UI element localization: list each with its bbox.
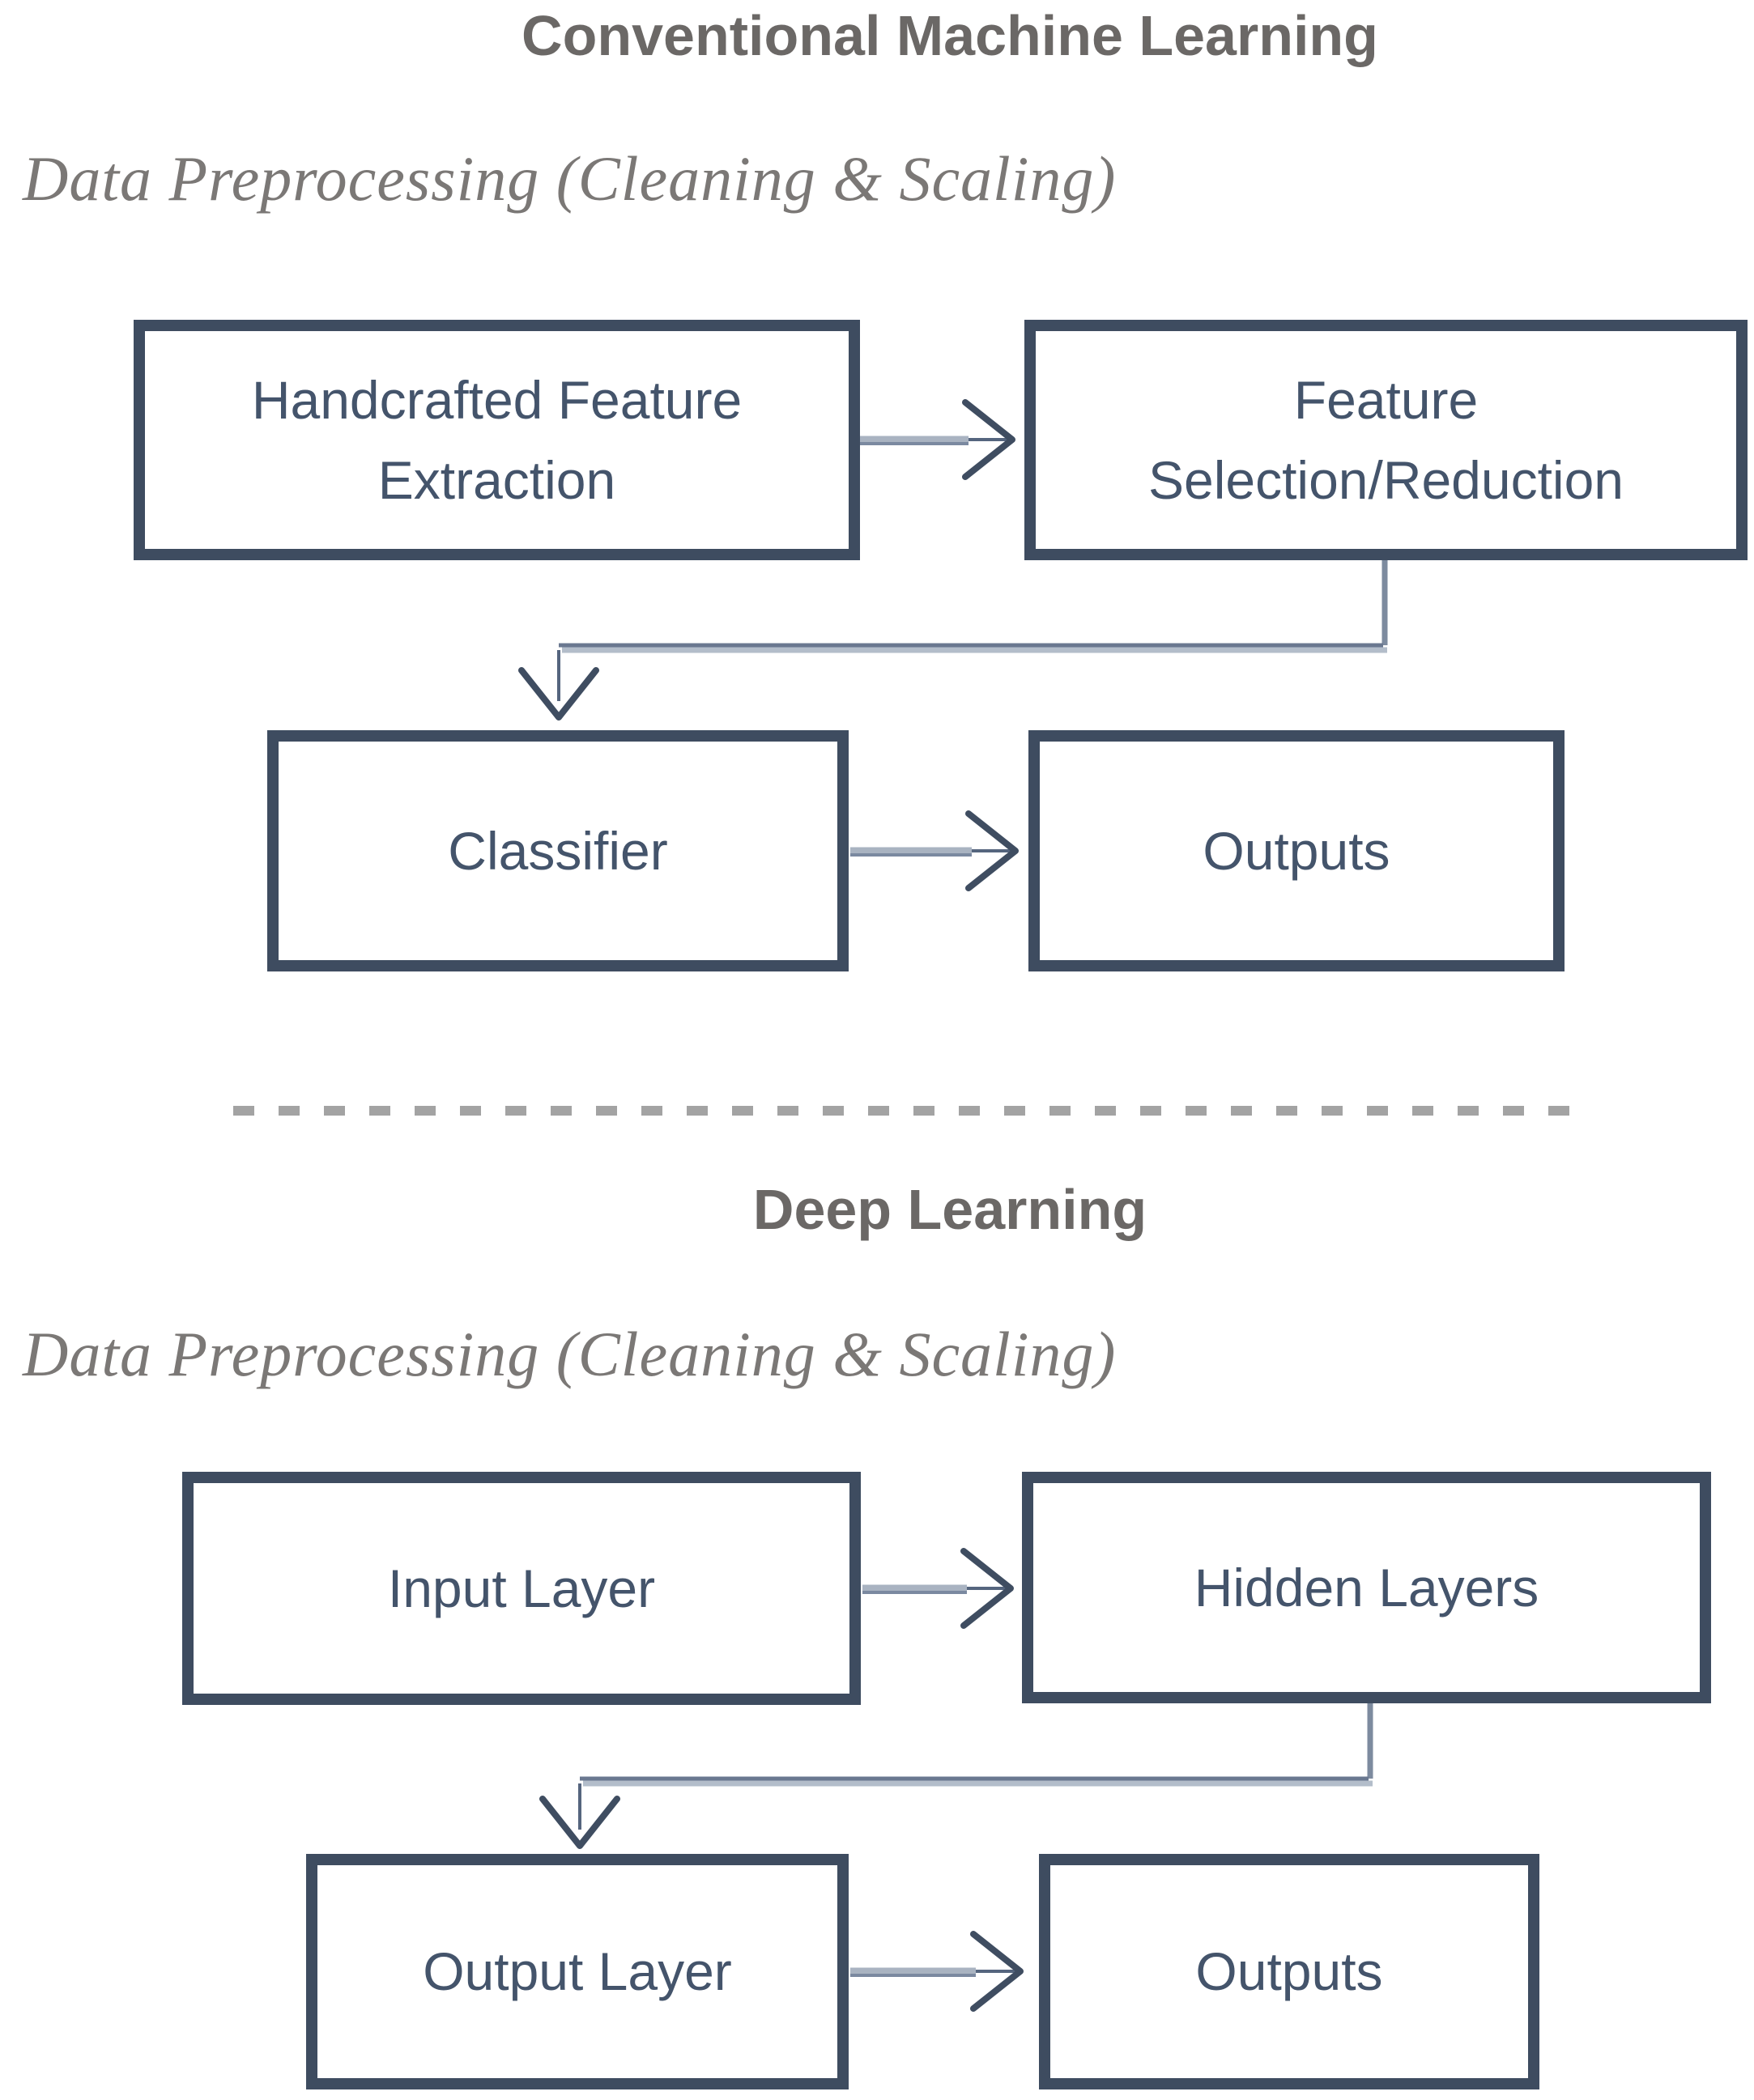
arrowhead-down-icon: [539, 1796, 620, 1849]
edge-input-to-hidden: [862, 1548, 1014, 1629]
edge-output-layer-to-outputs: [850, 1931, 1024, 2012]
node-classifier: Classifier: [267, 730, 849, 971]
node-label: Classifier: [448, 820, 668, 881]
arrowhead-right-icon: [960, 1548, 1014, 1629]
edge-selection-to-classifier: [518, 560, 1388, 721]
arrowhead-right-icon: [962, 399, 1015, 480]
node-input-layer: Input Layer: [182, 1472, 861, 1705]
node-feature-selection-reduction: Feature Selection/Reduction: [1024, 320, 1748, 560]
node-handcrafted-feature-extraction: Handcrafted Feature Extraction: [134, 320, 860, 560]
node-label: Outputs: [1203, 820, 1390, 881]
arrowhead-down-icon: [518, 667, 599, 721]
edge-hidden-to-output-layer: [539, 1702, 1373, 1849]
arrowhead-right-icon: [970, 1931, 1024, 2012]
node-label: Handcrafted Feature Extraction: [251, 369, 743, 510]
node-output-layer: Output Layer: [306, 1854, 849, 2089]
edge-handcrafted-to-selection: [860, 399, 1015, 480]
edge-classifier-to-outputs: [850, 810, 1019, 891]
section-title-conventional-machine-learning: Conventional Machine Learning: [522, 4, 1378, 67]
node-label: Hidden Layers: [1194, 1557, 1539, 1618]
section-divider-dashed-line: [233, 1106, 1581, 1116]
arrowhead-right-icon: [965, 810, 1019, 891]
node-outputs-conventional: Outputs: [1028, 730, 1565, 971]
section-title-deep-learning: Deep Learning: [752, 1178, 1147, 1241]
node-label: Feature Selection/Reduction: [1147, 369, 1624, 510]
preprocessing-label-deep-learning: Data Preprocessing (Cleaning & Scaling): [23, 1319, 1117, 1389]
node-outputs-deep-learning: Outputs: [1039, 1854, 1539, 2089]
node-label: Outputs: [1195, 1941, 1383, 2001]
node-label: Output Layer: [423, 1941, 732, 2001]
node-hidden-layers: Hidden Layers: [1022, 1472, 1711, 1703]
preprocessing-label-conventional: Data Preprocessing (Cleaning & Scaling): [23, 143, 1117, 214]
node-label: Input Layer: [387, 1558, 656, 1618]
